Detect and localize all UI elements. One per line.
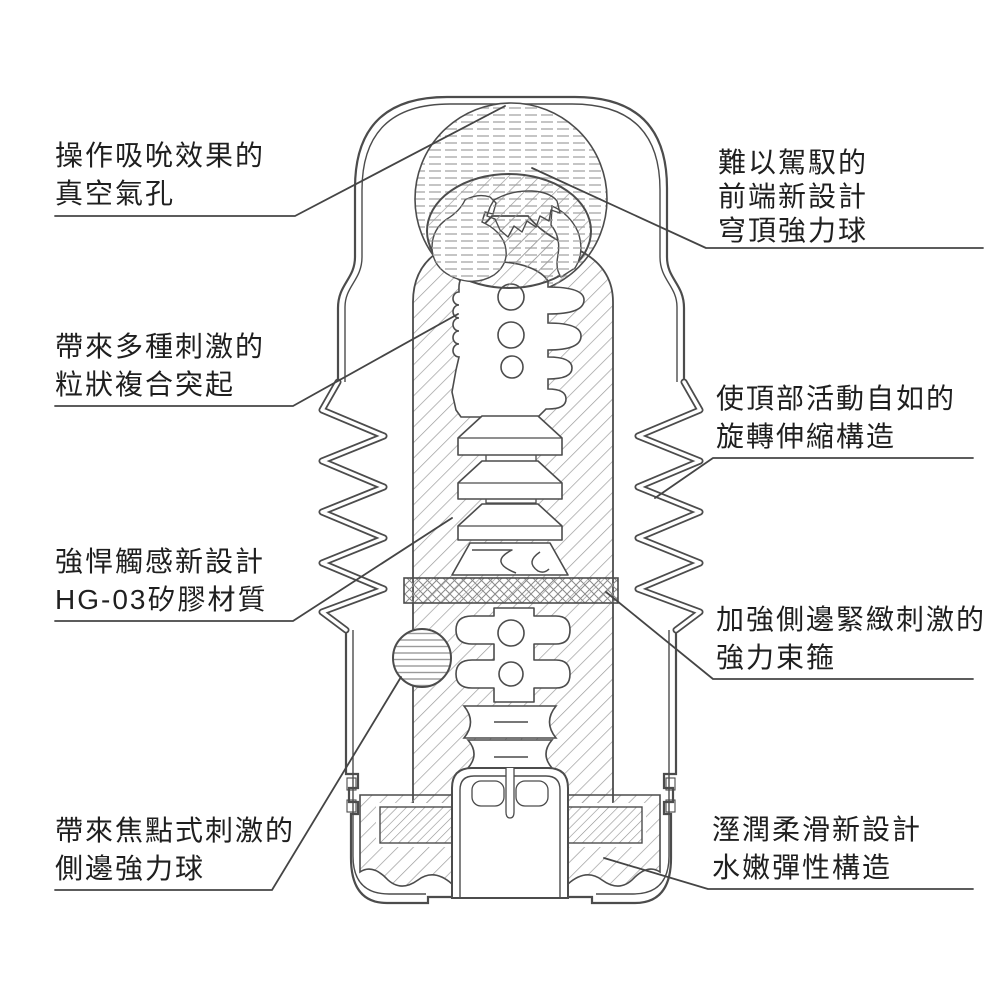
- insertion-tube: [451, 767, 569, 899]
- nub-circle: [497, 619, 525, 647]
- tube-outer: [451, 767, 569, 899]
- callout-lines: [54, 105, 984, 891]
- label-swivel-structure: 使頂部活動自如的 旋轉伸縮構造: [716, 380, 956, 456]
- label-dome-ball-line2: 前端新設計: [718, 181, 869, 212]
- callout-granule-bumps: [54, 313, 459, 407]
- label-dome-ball: 難以駕馭的 前端新設計 穹頂強力球: [718, 146, 868, 248]
- side-ball: [392, 628, 452, 688]
- label-side-ball-line2: 側邊強力球: [55, 853, 206, 884]
- label-power-band-line2: 強力束箍: [716, 642, 837, 673]
- nub-circle: [498, 661, 524, 687]
- label-material: 強悍觸感新設計 HG-03矽膠材質: [55, 543, 267, 619]
- label-power-band: 加強側邊緊緻刺激的 強力束箍: [716, 601, 986, 677]
- tube-slit: [505, 768, 515, 819]
- label-swivel-structure-line2: 旋轉伸縮構造: [716, 421, 897, 452]
- case-dome-outer-line: [336, 95, 686, 384]
- label-elastic-base: 溼潤柔滑新設計 水嫩彈性構造: [712, 811, 922, 887]
- bellows-right: [634, 378, 704, 634]
- bellows-left-core: [320, 380, 386, 632]
- callout-power-band: [605, 591, 974, 680]
- label-granule-bumps-line1: 帶來多種刺激的: [55, 331, 266, 362]
- base-clip-detail-right-1: [665, 777, 676, 791]
- tube-mouth-cell-left: [471, 780, 505, 807]
- label-vacuum-hole-line1: 操作吸吮效果的: [55, 140, 266, 171]
- tube-mouth-cell-right: [515, 780, 549, 807]
- dome-ball-crown-island: [486, 190, 561, 238]
- label-dome-ball-line3: 穹頂強力球: [718, 215, 869, 246]
- callout-swivel-structure: [654, 457, 974, 499]
- dome-ball-swirl-dashes: [432, 195, 507, 282]
- skirt-z-curve: [472, 549, 517, 574]
- label-vacuum-hole-line2: 真空氣孔: [55, 178, 176, 209]
- rib-skirt: [451, 542, 569, 576]
- label-swivel-structure-line1: 使頂部活動自如的: [716, 383, 957, 414]
- label-elastic-base-line2: 水嫩彈性構造: [712, 852, 893, 883]
- dome-ball-crescent-dashes: [551, 206, 581, 277]
- base-clip-detail-right-2: [665, 799, 676, 813]
- lower-channel: [455, 607, 571, 769]
- power-band: [403, 577, 619, 604]
- dome-power-ball: [426, 173, 592, 289]
- label-side-ball: 帶來焦點式刺激的 側邊強力球: [55, 812, 295, 888]
- bellows-right-core: [636, 380, 702, 632]
- callout-vacuum-hole: [54, 105, 506, 217]
- label-dome-ball-line1: 難以駕馭的: [718, 147, 869, 178]
- callout-side-ball: [54, 676, 402, 891]
- funnel-bowtie: [466, 739, 554, 769]
- label-vacuum-hole: 操作吸吮效果的 真空氣孔: [55, 137, 265, 213]
- bellows-left: [318, 378, 388, 634]
- rib-disc-stack: [451, 415, 569, 576]
- skirt-c-curve: [531, 551, 550, 573]
- side-power-ball: [392, 628, 452, 688]
- label-elastic-base-line1: 溼潤柔滑新設計: [712, 814, 923, 845]
- label-material-line2: HG-03矽膠材質: [55, 584, 268, 615]
- base-clip-detail-left-2: [346, 799, 357, 813]
- label-power-band-line1: 加強側邊緊緻刺激的: [716, 604, 987, 635]
- callout-material: [54, 517, 453, 622]
- label-side-ball-line1: 帶來焦點式刺激的: [55, 815, 296, 846]
- nub-circle: [497, 321, 525, 349]
- label-material-line1: 強悍觸感新設計: [55, 546, 266, 577]
- callout-dome-ball: [531, 167, 984, 249]
- lower-channel-ladder: [455, 607, 571, 703]
- label-granule-bumps-line2: 粒狀複合突起: [55, 369, 236, 400]
- upper-channel: [451, 261, 585, 418]
- case-lower-inner-line: [352, 630, 670, 895]
- nub-circle: [500, 355, 524, 379]
- callout-elastic-base: [603, 857, 974, 890]
- base-clip-detail-left-1: [346, 777, 357, 791]
- label-granule-bumps: 帶來多種刺激的 粒狀複合突起: [55, 328, 265, 404]
